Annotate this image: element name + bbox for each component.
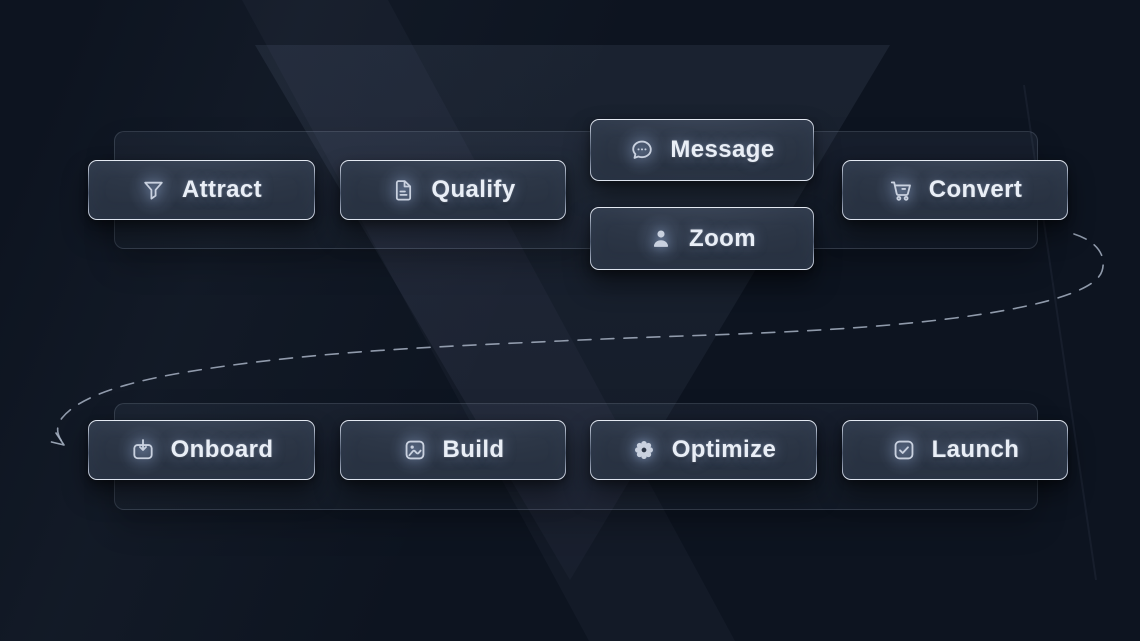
funnel-icon xyxy=(141,177,167,203)
image-icon xyxy=(402,437,428,463)
stage-button-qualify[interactable]: Qualify xyxy=(340,160,566,220)
stage-button-attract[interactable]: Attract xyxy=(88,160,315,220)
stage-label: Zoom xyxy=(689,224,756,252)
arrowhead xyxy=(50,432,65,446)
person-icon xyxy=(648,226,674,252)
stage-label: Optimize xyxy=(671,436,777,463)
shopping-cart-icon xyxy=(888,177,914,203)
stage-button-onboard[interactable]: Onboard xyxy=(88,420,315,480)
stage-button-launch[interactable]: Launch xyxy=(842,420,1068,480)
stage-label: Onboard xyxy=(170,436,274,463)
diagonal-streak xyxy=(242,0,735,641)
stage-button-optimize[interactable]: Optimize xyxy=(590,420,817,480)
stage-button-zoom[interactable]: Zoom xyxy=(590,207,814,270)
chat-bubble-icon xyxy=(629,137,655,163)
stage-label: Attract xyxy=(181,176,263,203)
stage-button-convert[interactable]: Convert xyxy=(842,160,1068,220)
stage-button-build[interactable]: Build xyxy=(340,420,566,480)
check-square-icon xyxy=(891,437,917,463)
stage-label: Launch xyxy=(931,436,1020,463)
stage-label: Convert xyxy=(928,176,1023,203)
gear-icon xyxy=(631,437,657,463)
stage-label: Qualify xyxy=(431,176,516,203)
tray-arrow-down-icon xyxy=(130,437,156,463)
stage-label: Build xyxy=(442,436,505,463)
stage-button-message[interactable]: Message xyxy=(590,119,814,181)
stage-label: Message xyxy=(670,136,775,163)
document-icon xyxy=(390,177,416,203)
